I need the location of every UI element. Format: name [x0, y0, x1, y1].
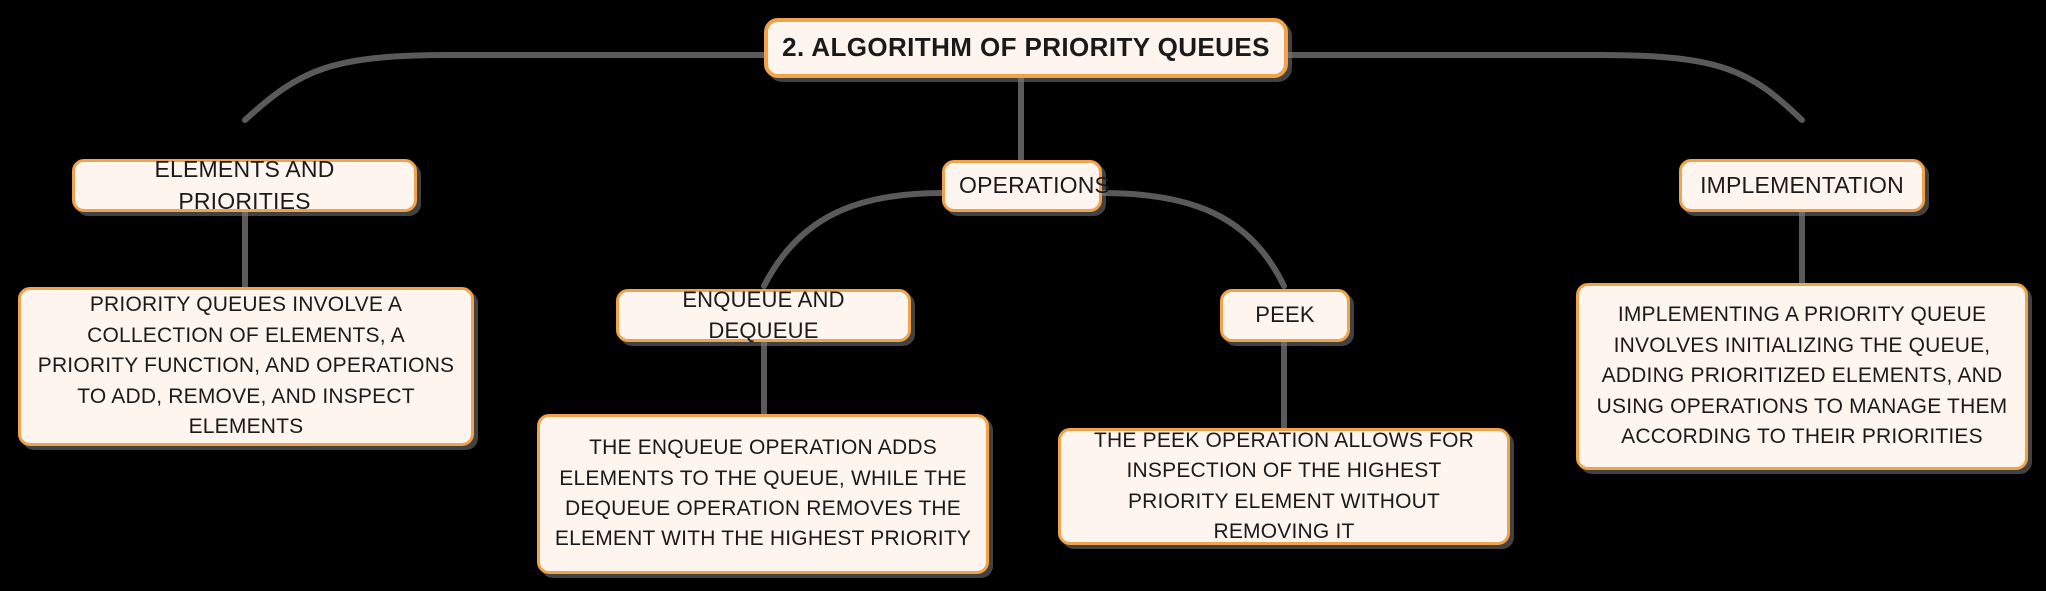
connector-operations-to-peek: [1099, 190, 1287, 289]
connector-root-to-elements: [242, 52, 767, 123]
node-implementation-description-label: IMPLEMENTING A PRIORITY QUEUE INVOLVES I…: [1596, 303, 2008, 449]
node-peek[interactable]: PEEK: [1220, 289, 1350, 342]
node-enqueue-and-dequeue[interactable]: ENQUEUE AND DEQUEUE: [616, 287, 911, 343]
node-enqueue-and-dequeue-label: ENQUEUE AND DEQUEUE: [682, 287, 845, 343]
node-implementation-description[interactable]: IMPLEMENTING A PRIORITY QUEUE INVOLVES I…: [1576, 283, 2028, 470]
node-elements-description[interactable]: PRIORITY QUEUES INVOLVE A COLLECTION OF …: [18, 287, 474, 446]
connector-root-to-implementation: [1285, 52, 1805, 123]
node-elements-description-label: PRIORITY QUEUES INVOLVE A COLLECTION OF …: [37, 293, 455, 439]
node-operations-label: OPERATIONS: [959, 172, 1111, 199]
node-peek-description[interactable]: THE PEEK OPERATION ALLOWS FOR INSPECTION…: [1058, 428, 1510, 545]
node-peek-label: PEEK: [1255, 302, 1315, 328]
node-implementation[interactable]: IMPLEMENTATION: [1679, 159, 1925, 212]
node-elements-and-priorities[interactable]: ELEMENTS AND PRIORITIES: [72, 156, 417, 214]
node-operations[interactable]: OPERATIONS: [942, 160, 1111, 212]
node-enqueue-description-label: THE ENQUEUE OPERATION ADDS ELEMENTS TO T…: [554, 436, 972, 551]
node-elements-and-priorities-label: ELEMENTS AND PRIORITIES: [154, 155, 335, 214]
node-root-label: 2. ALGORITHM OF PRIORITY QUEUES: [782, 32, 1270, 63]
node-enqueue-description[interactable]: THE ENQUEUE OPERATION ADDS ELEMENTS TO T…: [537, 414, 989, 574]
node-peek-description-label: THE PEEK OPERATION ALLOWS FOR INSPECTION…: [1094, 428, 1474, 543]
connector-operations-to-enqueue: [761, 190, 945, 289]
node-implementation-label: IMPLEMENTATION: [1700, 171, 1904, 198]
node-root[interactable]: 2. ALGORITHM OF PRIORITY QUEUES: [764, 18, 1288, 78]
